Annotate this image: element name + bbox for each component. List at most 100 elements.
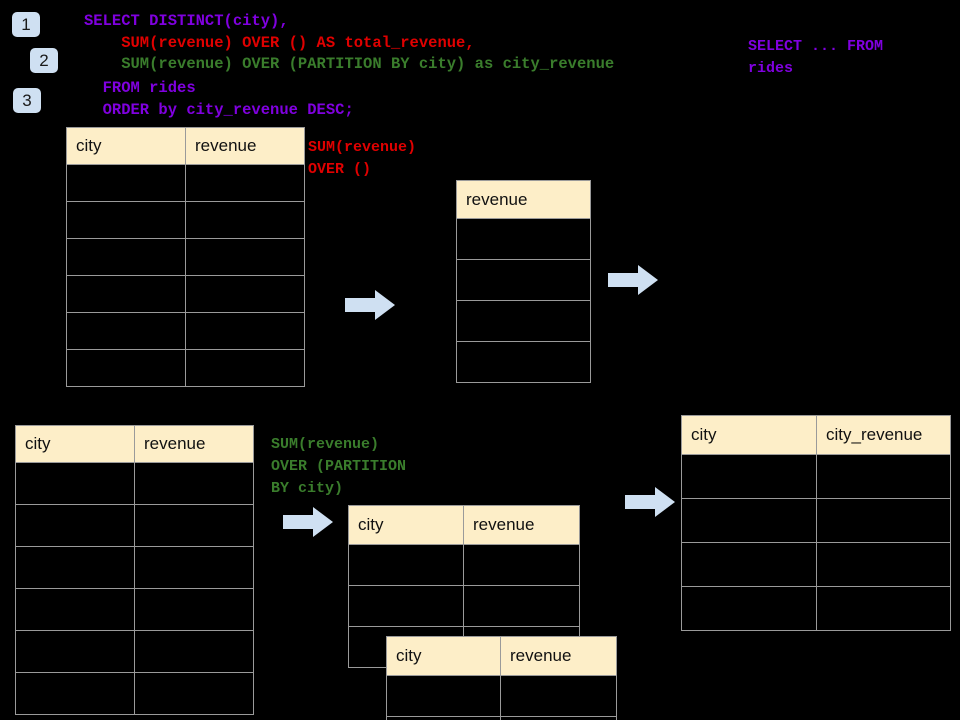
cell-city [681, 498, 817, 543]
table-row [681, 498, 951, 543]
table-row [386, 716, 617, 720]
cell-city [681, 586, 817, 631]
cell-revenue [500, 675, 617, 717]
cell-revenue [463, 544, 580, 586]
table-row [66, 312, 305, 350]
cell-revenue [134, 630, 254, 673]
table-header-row: revenue [456, 180, 591, 219]
table-header-row: city revenue [66, 127, 305, 165]
table-row [348, 585, 580, 627]
table-partition-group-front: city revenue [386, 636, 617, 720]
table-row [15, 672, 254, 715]
table-row [681, 586, 951, 631]
cell-city [66, 312, 186, 350]
table-header-row: city revenue [348, 505, 580, 545]
table-row [66, 275, 305, 313]
cell-city [66, 275, 186, 313]
cell-city [66, 201, 186, 239]
annotation-select-from-rides: SELECT ... FROM rides [748, 38, 884, 77]
table-row [66, 164, 305, 202]
cell-city [681, 542, 817, 587]
table-row [15, 546, 254, 589]
step-badge-3: 3 [13, 88, 41, 113]
sql-line-order-by: ORDER by city_revenue DESC; [84, 101, 354, 119]
cell-revenue [456, 259, 591, 301]
cell-revenue [185, 201, 305, 239]
cell-revenue [500, 716, 617, 720]
table-header-row: city revenue [386, 636, 617, 676]
column-header-revenue: revenue [463, 505, 580, 545]
sql-line-select-distinct: SELECT DISTINCT(city), [84, 12, 289, 30]
cell-city [66, 349, 186, 387]
sql-line-sum-over-empty: SUM(revenue) OVER () AS total_revenue, [84, 33, 475, 52]
column-header-city: city [66, 127, 186, 165]
cell-revenue [185, 238, 305, 276]
column-header-city: city [15, 425, 135, 463]
annotation-sum-over-partition: SUM(revenue) OVER (PARTITION BY city) [271, 436, 407, 497]
cell-city [66, 238, 186, 276]
cell-city [15, 630, 135, 673]
table-row [681, 542, 951, 587]
table-final-result: city city_revenue [681, 415, 951, 631]
cell-city [15, 546, 135, 589]
cell-city [386, 716, 501, 720]
cell-revenue [134, 462, 254, 505]
cell-city-revenue [816, 542, 951, 587]
arrow-total-to-result [608, 263, 658, 302]
cell-city [681, 454, 817, 499]
cell-city [15, 672, 135, 715]
cell-revenue [134, 588, 254, 631]
cell-revenue [134, 672, 254, 715]
cell-city [15, 588, 135, 631]
column-header-city: city [348, 505, 464, 545]
table-row [456, 341, 591, 383]
step-badge-1: 1 [12, 12, 40, 37]
cell-city [348, 544, 464, 586]
cell-city [66, 164, 186, 202]
cell-city [15, 504, 135, 547]
cell-revenue [456, 300, 591, 342]
step-badge-2: 2 [30, 48, 58, 73]
column-header-revenue: revenue [185, 127, 305, 165]
cell-revenue [185, 312, 305, 350]
table-row [681, 454, 951, 499]
table-row [456, 218, 591, 260]
table-partition-group-back: city revenue [348, 505, 580, 668]
table-row [386, 675, 617, 717]
table-row [66, 349, 305, 387]
cell-revenue [185, 349, 305, 387]
cell-revenue [134, 546, 254, 589]
table-rides-source-bottom: city revenue [15, 425, 254, 715]
table-row [456, 300, 591, 342]
cell-revenue [134, 504, 254, 547]
column-header-revenue: revenue [134, 425, 254, 463]
table-header-row: city revenue [15, 425, 254, 463]
table-total-revenue: revenue [456, 180, 591, 383]
table-row [15, 504, 254, 547]
sql-line-from-rides: FROM rides [84, 79, 196, 97]
cell-revenue [456, 341, 591, 383]
table-row [66, 238, 305, 276]
cell-revenue [185, 164, 305, 202]
cell-city [348, 585, 464, 627]
cell-revenue [185, 275, 305, 313]
column-header-city: city [681, 415, 817, 455]
cell-city-revenue [816, 498, 951, 543]
annotation-sum-over-empty: SUM(revenue) OVER () [308, 139, 417, 178]
cell-city [386, 675, 501, 717]
arrow-source-to-partition [283, 505, 333, 544]
column-header-city-revenue: city_revenue [816, 415, 951, 455]
arrow-partition-to-result [625, 485, 675, 524]
column-header-revenue: revenue [500, 636, 617, 676]
cell-city-revenue [816, 586, 951, 631]
cell-revenue [456, 218, 591, 260]
table-header-row: city city_revenue [681, 415, 951, 455]
cell-city [15, 462, 135, 505]
table-row [456, 259, 591, 301]
table-rides-source-top: city revenue [66, 127, 305, 387]
table-row [66, 201, 305, 239]
table-row [15, 588, 254, 631]
arrow-source-to-total [345, 288, 395, 327]
column-header-city: city [386, 636, 501, 676]
